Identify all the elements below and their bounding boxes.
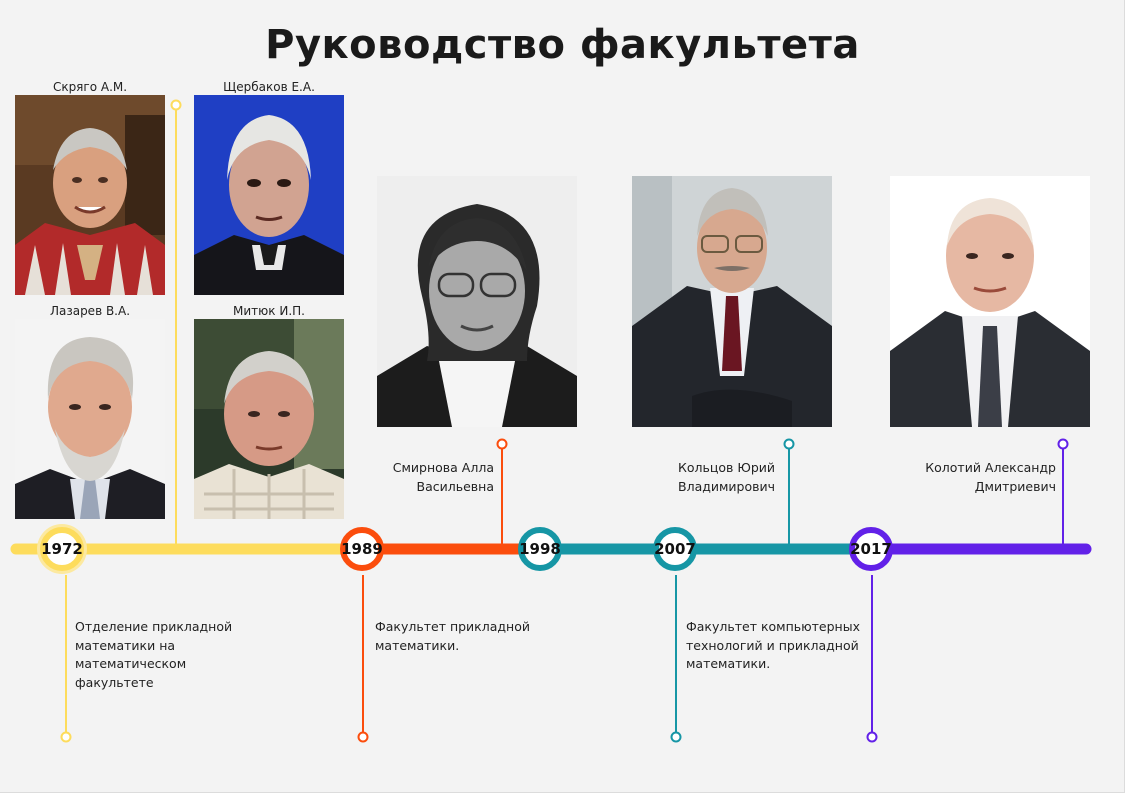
connector-dot-event-1972 <box>60 731 72 743</box>
dean-name-kolotiy: Колотий Александр Дмитриевич <box>910 458 1056 496</box>
year-node-1998: 1998 <box>518 527 562 571</box>
connector-dot-smirnova <box>496 438 508 450</box>
year-node-1989: 1989 <box>340 527 384 571</box>
dean-name-smirnova-line2: Васильевна <box>416 479 494 494</box>
connector-dot-event-2017 <box>866 731 878 743</box>
event-text-2007: Факультет компьютерных технологий и прик… <box>686 619 860 671</box>
year-node-2017: 2017 <box>849 527 893 571</box>
photo-smirnova <box>377 176 577 427</box>
head-name-lazarev: Лазарев В.А. <box>49 304 131 318</box>
dean-name-kolotiy-line2: Дмитриевич <box>974 479 1056 494</box>
connector-dot-kolotiy <box>1057 438 1069 450</box>
year-node-1972: 1972 <box>40 527 84 571</box>
head-name-skryago: Скряго А.М. <box>52 80 128 94</box>
dean-name-koltsov-line1: Кольцов Юрий <box>678 460 776 475</box>
photo-skryago <box>15 95 165 295</box>
connector-dot-early-heads <box>170 99 182 111</box>
dean-name-kolotiy-line1: Колотий Александр <box>925 460 1056 475</box>
connector-dot-event-2007 <box>670 731 682 743</box>
event-text-1972: Отделение прикладной математики на матем… <box>75 619 233 690</box>
dean-name-koltsov: Кольцов Юрий Владимирович <box>678 458 798 496</box>
photo-mityuk <box>194 319 344 519</box>
head-name-shcherbakov: Щербаков Е.А. <box>223 80 315 94</box>
photo-kolotiy <box>890 176 1090 427</box>
photo-lazarev <box>15 319 165 519</box>
connector-dot-event-1989 <box>357 731 369 743</box>
head-name-mityuk: Митюк И.П. <box>233 304 305 318</box>
photo-shcherbakov <box>194 95 344 295</box>
dean-name-smirnova-line1: Смирнова Алла <box>392 460 494 475</box>
dean-name-koltsov-line2: Владимирович <box>678 479 776 494</box>
event-text-1989: Факультет прикладной математики. <box>375 619 530 653</box>
connector-dot-koltsov <box>783 438 795 450</box>
dean-name-smirnova: Смирнова Алла Васильевна <box>372 458 494 496</box>
year-node-2007: 2007 <box>653 527 697 571</box>
page-title: Руководство факультета <box>265 22 860 68</box>
photo-koltsov <box>632 176 832 427</box>
